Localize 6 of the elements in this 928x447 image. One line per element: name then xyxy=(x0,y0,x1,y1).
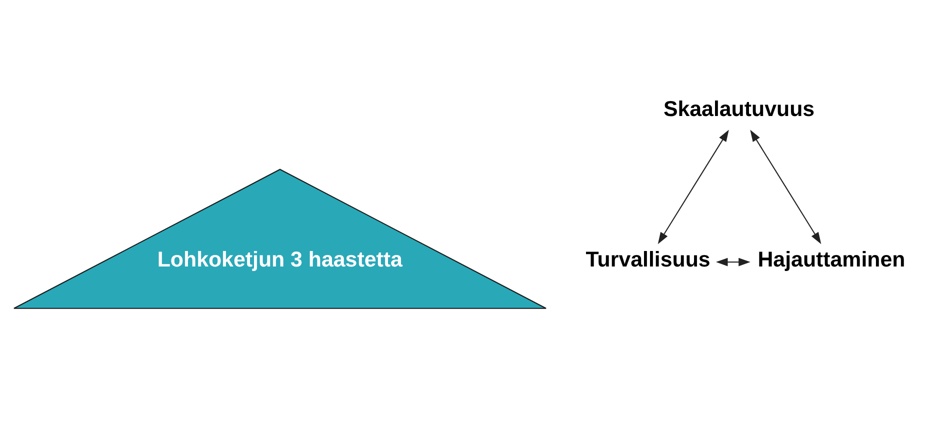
arrow xyxy=(658,130,729,244)
arrow xyxy=(716,258,750,266)
arrow xyxy=(750,130,822,244)
node-text: Hajauttaminen xyxy=(758,247,906,272)
node-text: Skaalautuvuus xyxy=(663,96,815,121)
node-text: Turvallisuus xyxy=(586,247,710,272)
